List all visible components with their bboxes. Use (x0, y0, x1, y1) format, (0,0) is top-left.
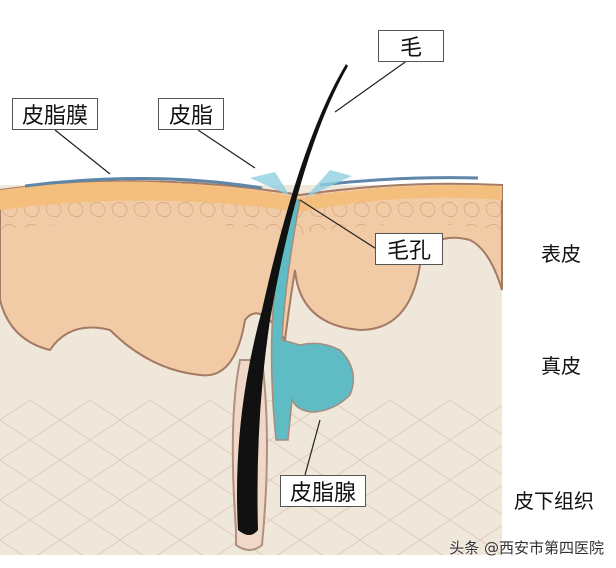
sebum-film-line (24, 177, 263, 190)
label-hair: 毛 (378, 30, 444, 62)
layer-label-epidermis: 表皮 (541, 242, 581, 266)
label-sebum: 皮脂 (158, 98, 224, 130)
leader-lines (54, 59, 409, 476)
label-sebum-film: 皮脂膜 (12, 98, 98, 130)
layer-label-subcutaneous: 皮下组织 (514, 489, 594, 513)
sebum-droplets (250, 170, 352, 198)
sebaceous-gland-shape (270, 199, 355, 441)
stratum-corneum (0, 181, 502, 212)
layer-label-dermis: 真皮 (541, 354, 581, 378)
hair-shaft (237, 64, 348, 535)
label-sebaceous-gland: 皮脂腺 (280, 475, 366, 507)
watermark: 头条 @西安市第四医院 (449, 539, 604, 557)
label-pore: 毛孔 (375, 233, 443, 265)
